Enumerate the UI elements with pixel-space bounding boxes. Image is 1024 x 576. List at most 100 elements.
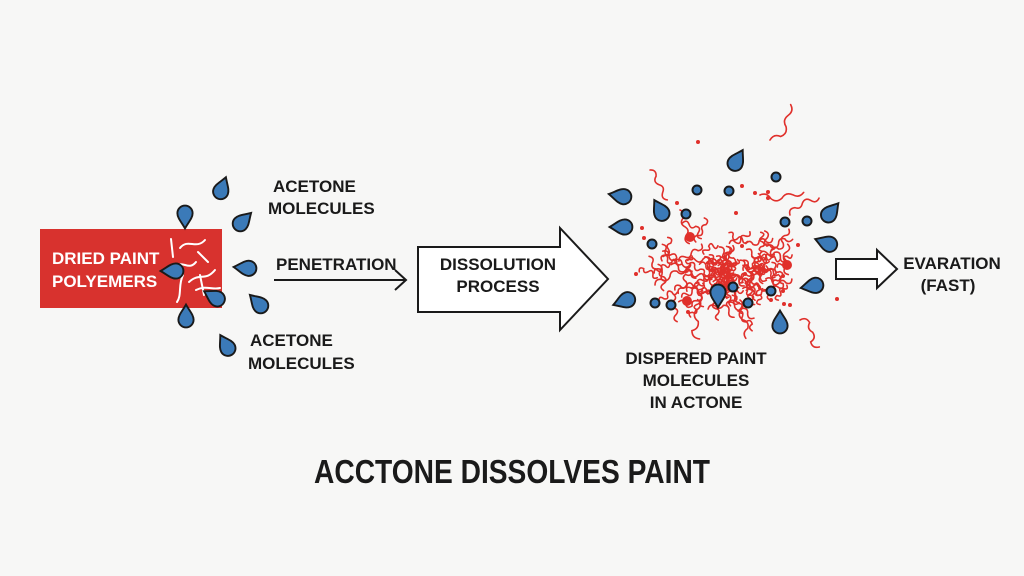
acetone-droplets-left (158, 175, 270, 357)
paint-particle (734, 211, 738, 215)
paint-molecule-strand (662, 254, 682, 266)
paint-particle (682, 296, 692, 306)
paint-molecule-strand (654, 270, 687, 286)
dispersed-line3: IN ACTONE (650, 393, 743, 412)
acetone-molecule-dot (742, 297, 754, 309)
paint-molecule-strand (799, 317, 821, 349)
paint-molecule-strand (765, 277, 793, 286)
acetone-droplet-icon (611, 291, 637, 309)
paint-particle (686, 310, 690, 314)
paint-particle (796, 243, 800, 247)
paint-molecule-strand (788, 197, 820, 216)
acetone-droplet-icon (709, 283, 727, 310)
paint-molecule-strand (689, 261, 711, 277)
dissolution-line1: DISSOLUTION (440, 255, 556, 274)
acetone-molecule-dot (646, 238, 658, 250)
evaporation-line1: EVARATION (903, 254, 1001, 273)
paint-molecule-strand (776, 254, 793, 268)
acetone-droplet-icon (726, 148, 745, 172)
paint-molecule-strand (782, 243, 791, 276)
dispersed-molecules-cluster (606, 103, 840, 349)
paint-molecule-strand (725, 245, 737, 272)
paint-particle (769, 298, 773, 302)
acetone-droplet-icon (231, 211, 253, 233)
acetone-droplet-icon (820, 201, 840, 224)
paint-molecule-strand (710, 272, 730, 281)
paint-molecule-strand (742, 264, 770, 273)
paint-particle (766, 196, 770, 200)
penetration-label: PENETRATION (276, 255, 397, 274)
dried-paint-block: DRIED PAINT POLYEMERS (40, 229, 222, 308)
paint-molecule-strand (758, 231, 766, 253)
paint-molecule-strand (728, 231, 749, 244)
paint-molecule-strand (769, 103, 793, 141)
paint-molecule-strand (686, 256, 720, 264)
paint-particle (782, 302, 786, 306)
acetone-molecule-dot (649, 297, 661, 309)
acetone-top-line1: ACETONE (273, 177, 356, 196)
acetone-droplet-icon (231, 259, 258, 277)
paint-molecule-strand (684, 255, 694, 273)
paint-molecule-strand (680, 287, 704, 298)
paint-particle (781, 274, 785, 278)
diagram-title: ACCTONE DISSOLVES PAINT (314, 453, 710, 490)
paint-particle (740, 184, 744, 188)
penetration-arrow-icon (274, 269, 408, 291)
paint-particle (740, 244, 744, 248)
acetone-molecule-dot (801, 215, 813, 227)
acetone-droplet-icon (652, 198, 671, 222)
acetone-droplet-icon (158, 262, 185, 280)
acetone-molecule-dot (765, 285, 777, 297)
paint-molecule-strand (701, 242, 719, 255)
paint-particle (675, 201, 679, 205)
acetone-droplet-icon (606, 188, 633, 206)
paint-particle (782, 260, 792, 270)
acetone-droplet-icon (771, 308, 789, 335)
paint-particle (642, 236, 646, 240)
paint-particle (640, 226, 644, 230)
paint-molecule-strand (660, 236, 673, 262)
paint-molecule-strand (742, 259, 758, 286)
acetone-molecule-dot (680, 208, 692, 220)
paint-molecule-strand (744, 280, 764, 291)
acetone-bottom-line1: ACETONE (250, 331, 333, 350)
acetone-droplet-icon (176, 204, 194, 231)
paint-molecule-strand (705, 258, 729, 266)
paint-molecule-strand (649, 169, 669, 201)
paint-molecule-strand (653, 263, 671, 274)
paint-particle (743, 272, 747, 276)
paint-molecule-strand (738, 299, 749, 340)
acetone-molecule-dot (727, 281, 739, 293)
paint-molecule-strand (661, 249, 691, 268)
paint-particle (753, 191, 757, 195)
paint-particle (835, 297, 839, 301)
dispersed-line2: MOLECULES (643, 371, 750, 390)
paint-molecule-strand (678, 243, 704, 262)
paint-molecule-strand (698, 261, 725, 275)
paint-molecule-strand (685, 281, 705, 293)
acetone-droplet-icon (202, 289, 226, 308)
paint-molecule-strand (648, 255, 667, 283)
paint-molecule-strand (714, 267, 735, 275)
paint-molecule-strand (758, 250, 787, 263)
paint-molecule-strand (731, 294, 744, 315)
paint-molecule-strand (745, 237, 774, 246)
paint-molecule-strand (774, 284, 789, 301)
paint-molecule-strand (658, 290, 679, 302)
paint-block-label-line2: POLYEMERS (52, 272, 157, 291)
paint-molecule-strand (677, 270, 693, 295)
paint-block-label-line1: DRIED PAINT (52, 249, 160, 268)
acetone-molecule-dot (779, 216, 791, 228)
acetone-droplet-icon (248, 293, 270, 315)
acetone-molecule-dot (770, 171, 782, 183)
acetone-molecule-dot (723, 185, 735, 197)
paint-particle (696, 140, 700, 144)
dispersed-line1: DISPERED PAINT (625, 349, 767, 368)
paint-particle (781, 289, 785, 293)
paint-molecule-strand (755, 285, 763, 306)
evaporation-line2: (FAST) (921, 276, 976, 295)
acetone-droplet-icon (798, 276, 825, 294)
acetone-molecule-dot (665, 299, 677, 311)
